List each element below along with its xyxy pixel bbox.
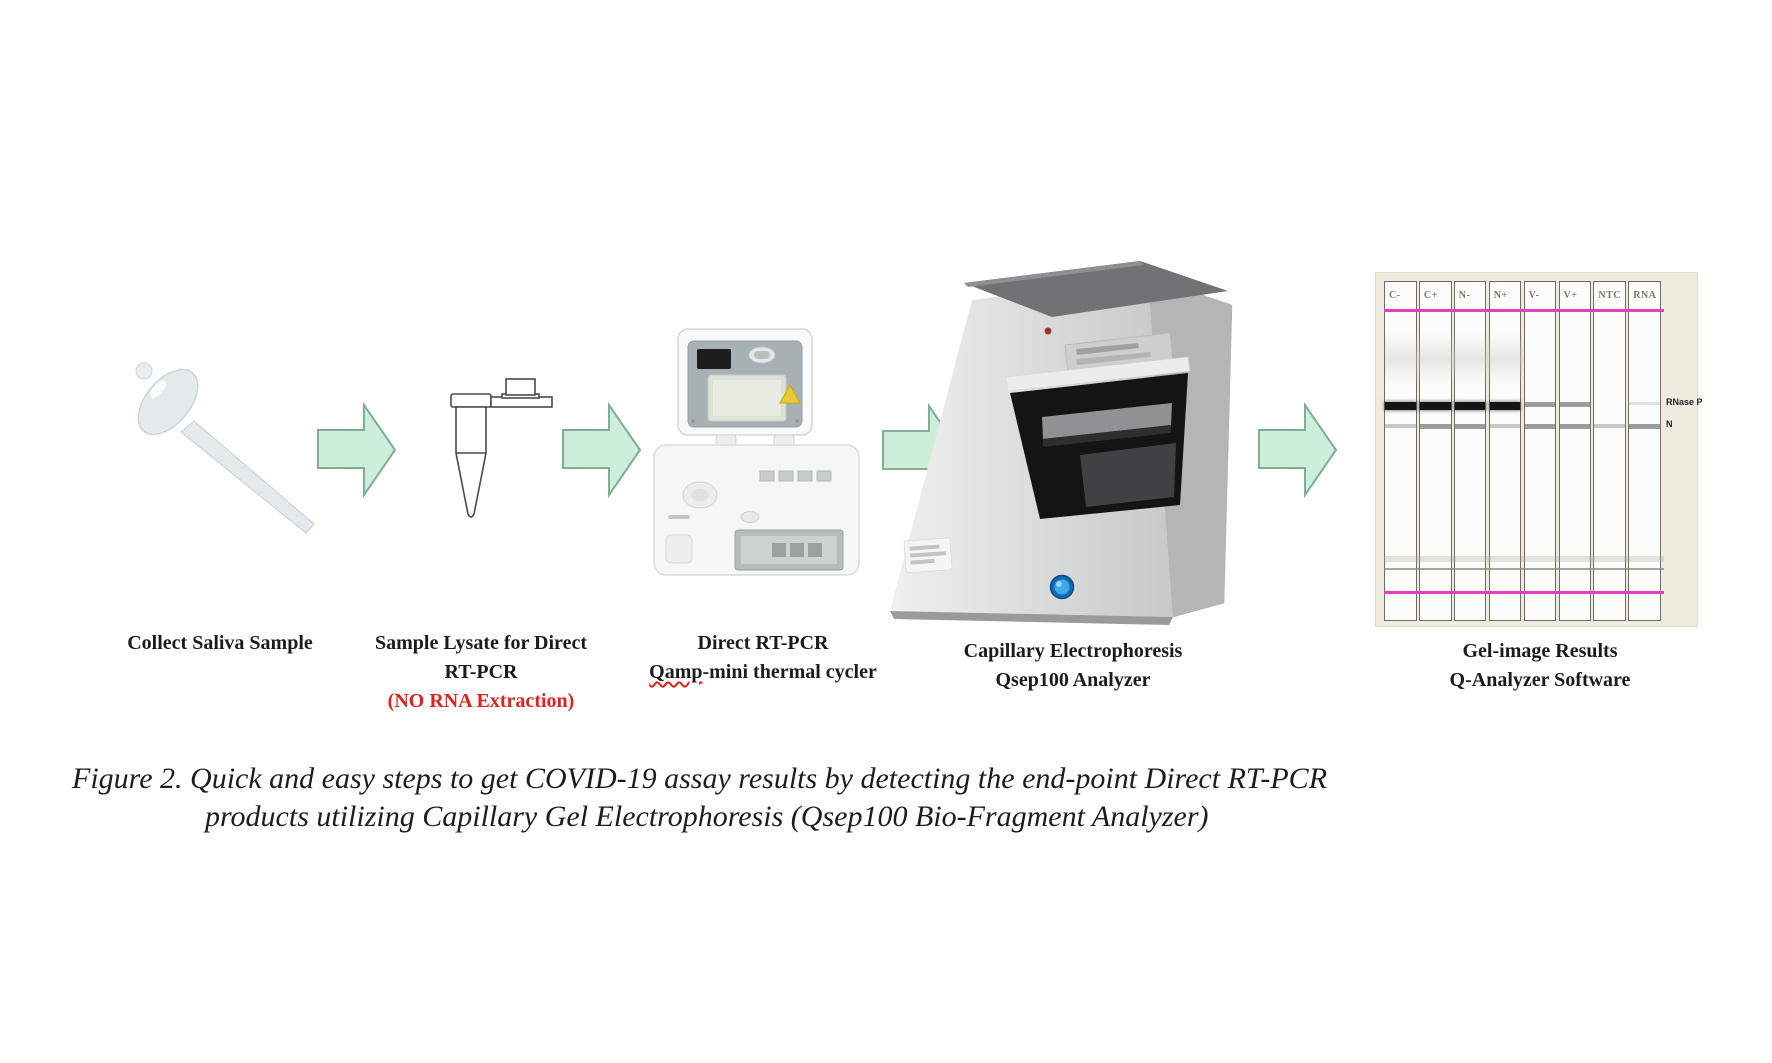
step-label-sample-lysate: Sample Lysate for Direct RT-PCR (NO RNA …	[331, 629, 631, 716]
gel-lane-header: V-	[1528, 290, 1540, 301]
gel-band-rnasep	[1629, 402, 1660, 405]
pcr-tube-illustration	[450, 378, 553, 518]
gel-band-rnasep	[1419, 402, 1451, 410]
gel-upper-marker-line	[1384, 309, 1664, 312]
gel-lane-V-: V-	[1523, 281, 1557, 621]
gel-lane-header: C-	[1389, 290, 1401, 301]
band-label-n: N	[1666, 419, 1673, 429]
gel-band-rnasep	[1454, 402, 1486, 410]
step-label-gel-results: Gel-image Results Q-Analyzer Software	[1449, 640, 1631, 691]
gel-band-n	[1559, 424, 1591, 429]
gel-lane-header: N-	[1458, 290, 1471, 301]
figure-caption-line1: Figure 2. Quick and easy steps to get CO…	[72, 762, 1328, 795]
pipette-bulb	[137, 368, 199, 436]
misspelled-word: Qamp	[649, 661, 703, 683]
gel-lane-N-: N-	[1453, 281, 1487, 621]
gel-lane-N+: N+	[1488, 281, 1522, 621]
gel-band-n	[1524, 424, 1556, 429]
gel-lane-RNA: RNA	[1628, 281, 1661, 621]
flow-arrow-icon	[1258, 402, 1338, 498]
gel-band-n	[1489, 424, 1521, 428]
flow-arrow-icon	[562, 402, 642, 498]
band-label-rnasep: RNase P	[1666, 397, 1703, 407]
gel-band-rnasep	[1489, 402, 1521, 410]
step-label-capillary-electrophoresis: Capillary Electrophoresis Qsep100 Analyz…	[963, 640, 1183, 691]
gel-band-n	[1385, 424, 1416, 428]
gel-lane-header: RNA	[1633, 290, 1657, 301]
gel-band-rnasep	[1559, 402, 1591, 407]
pipette-illustration	[135, 362, 315, 534]
gel-lane-NTC: NTC	[1593, 281, 1627, 621]
gel-lane-header: N+	[1493, 290, 1508, 301]
gel-lane-header: V+	[1563, 290, 1578, 301]
gel-band-n	[1419, 424, 1451, 429]
step-label-direct-rtpcr: Direct RT-PCR Qamp-mini thermal cycler	[649, 632, 877, 683]
status-led	[1044, 327, 1052, 335]
gel-lane-C-: C-	[1384, 281, 1417, 621]
step-label-collect-saliva: Collect Saliva Sample	[127, 632, 313, 654]
lid-display	[697, 349, 731, 369]
gel-band-n	[1629, 424, 1660, 429]
no-rna-extraction-note: (NO RNA Extraction)	[387, 690, 575, 712]
gel-band-rnasep	[1524, 402, 1556, 407]
figure-caption-line2: products utilizing Capillary Gel Electro…	[205, 800, 1209, 833]
gel-band-rnasep	[1385, 402, 1416, 410]
gel-lane-V+: V+	[1558, 281, 1592, 621]
gel-lane-header: C+	[1423, 290, 1438, 301]
gel-lower-marker-line	[1384, 591, 1664, 594]
gel-image-results: RNA NTC V+ V- N+ N- C+ C- RNase P N	[1375, 272, 1703, 627]
qsep100-analyzer-illustration	[890, 261, 1233, 625]
gel-lane-C+: C+	[1418, 281, 1452, 621]
flow-arrow-icon	[317, 402, 397, 498]
gel-lane-header: NTC	[1598, 290, 1622, 301]
warning-triangle-icon	[779, 383, 801, 404]
thermal-cycler-illustration	[653, 328, 860, 576]
gel-band-n	[1454, 424, 1486, 429]
gel-band-n	[1594, 424, 1626, 428]
